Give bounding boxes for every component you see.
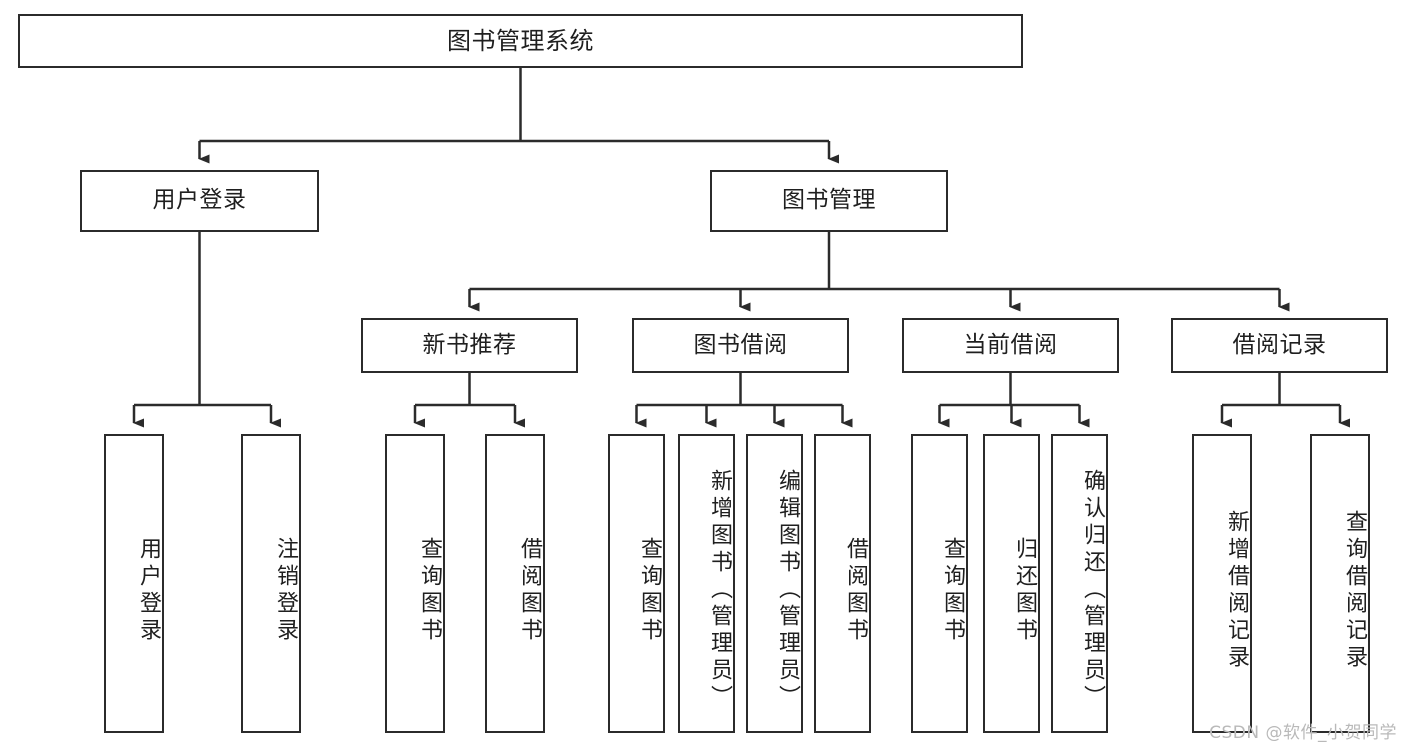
node-user_login[interactable]: 用户登录 (80, 170, 319, 232)
node-l_query1[interactable]: 查询图书 (385, 434, 445, 733)
node-label: 归还图书 (1012, 536, 1037, 645)
node-l_add_rec[interactable]: 新增借阅记录 (1192, 434, 1252, 733)
node-l_add_book[interactable]: 新增图书（管理员） (678, 434, 735, 733)
node-book_mgmt[interactable]: 图书管理 (710, 170, 948, 232)
node-l_borrow1[interactable]: 借阅图书 (485, 434, 545, 733)
node-current[interactable]: 当前借阅 (902, 318, 1119, 373)
node-label: 查询图书 (637, 536, 662, 645)
node-label: 注销登录 (273, 536, 298, 645)
node-label: 编辑图书（管理员） (775, 469, 800, 712)
node-l_return[interactable]: 归还图书 (983, 434, 1040, 733)
node-label: 查询图书 (417, 536, 442, 645)
node-label: 借阅图书 (517, 536, 542, 645)
node-label: 新书推荐 (422, 331, 517, 358)
node-label: 确认归还（管理员） (1080, 469, 1105, 712)
node-l_login[interactable]: 用户登录 (104, 434, 164, 733)
node-new_rec[interactable]: 新书推荐 (361, 318, 578, 373)
node-l_query2[interactable]: 查询图书 (608, 434, 665, 733)
node-label: 借阅图书 (843, 536, 868, 645)
node-l_confirm[interactable]: 确认归还（管理员） (1051, 434, 1108, 733)
node-l_query3[interactable]: 查询图书 (911, 434, 968, 733)
node-l_qry_rec[interactable]: 查询借阅记录 (1310, 434, 1370, 733)
node-l_edit_book[interactable]: 编辑图书（管理员） (746, 434, 803, 733)
node-records[interactable]: 借阅记录 (1171, 318, 1388, 373)
node-label: 用户登录 (152, 187, 247, 214)
node-label: 图书管理 (782, 187, 876, 214)
watermark-text: CSDN @软件_小贺同学 (1209, 723, 1397, 743)
node-label: 新增借阅记录 (1224, 509, 1249, 672)
node-root[interactable]: 图书管理系统 (18, 14, 1023, 68)
node-label: 图书管理系统 (447, 26, 594, 55)
node-l_borrow2[interactable]: 借阅图书 (814, 434, 871, 733)
node-l_logout[interactable]: 注销登录 (241, 434, 301, 733)
node-label: 用户登录 (136, 536, 161, 645)
node-borrow[interactable]: 图书借阅 (632, 318, 849, 373)
node-label: 查询借阅记录 (1342, 509, 1367, 672)
node-label: 图书借阅 (693, 331, 788, 358)
node-label: 查询图书 (940, 536, 965, 645)
node-label: 当前借阅 (963, 331, 1058, 358)
node-label: 新增图书（管理员） (707, 469, 732, 712)
node-label: 借阅记录 (1232, 331, 1327, 358)
